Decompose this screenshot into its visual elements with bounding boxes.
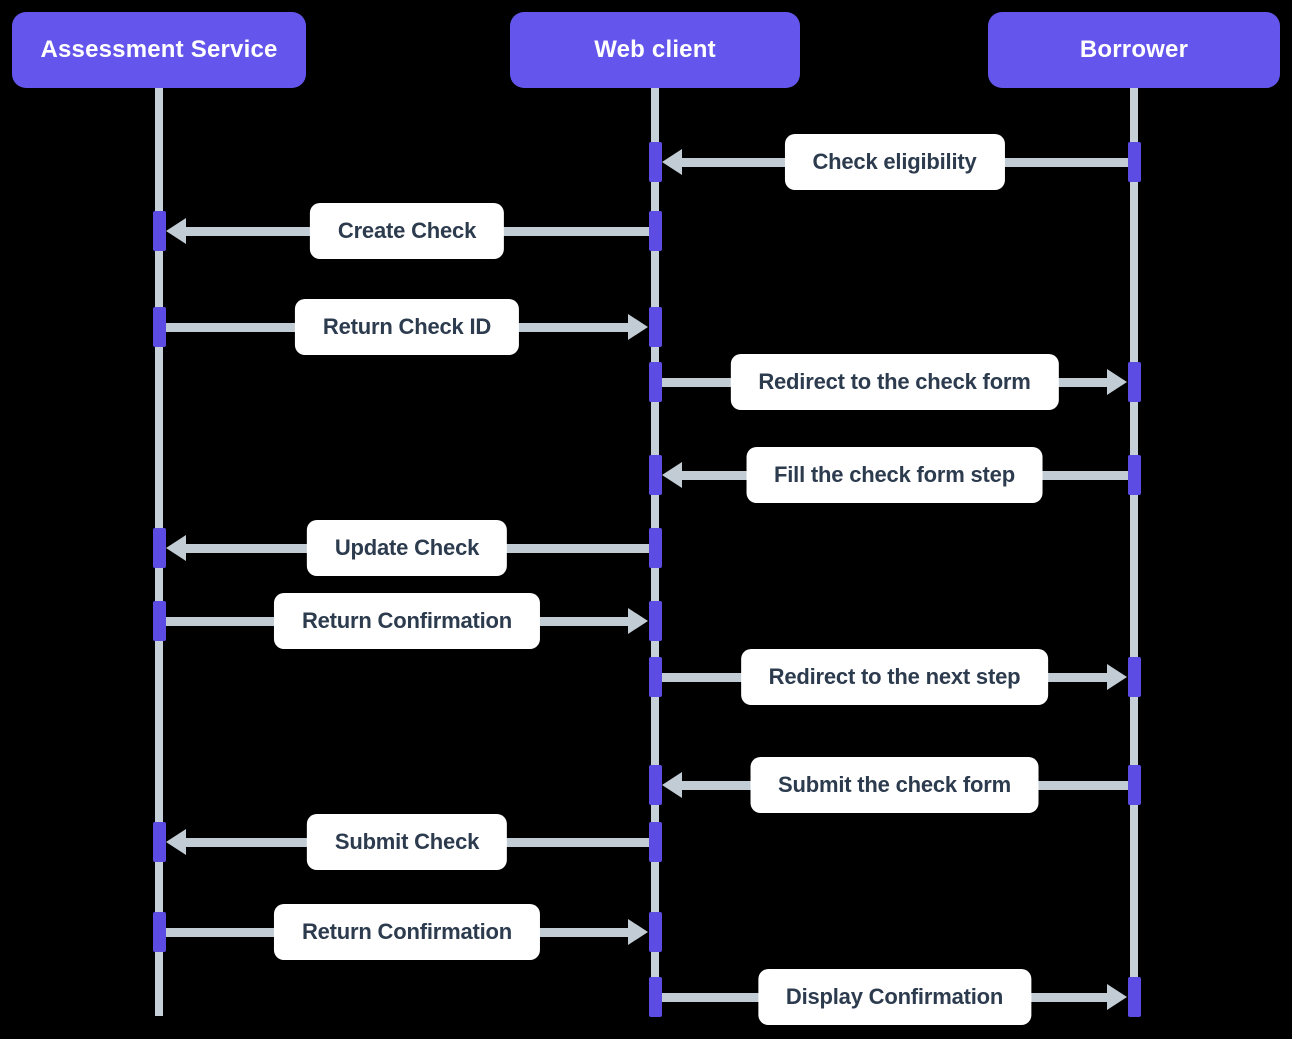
arrowhead-right: [628, 314, 648, 340]
message-label: Check eligibility: [784, 134, 1005, 190]
arrowhead-left: [662, 462, 682, 488]
activation-bar-assessment: [153, 211, 166, 251]
message-label: Redirect to the next step: [740, 649, 1049, 705]
message-label: Redirect to the check form: [730, 354, 1059, 410]
message-label: Return Confirmation: [273, 904, 541, 960]
activation-bar-borrower: [1128, 142, 1141, 182]
activation-bar-assessment: [153, 307, 166, 347]
actor-header-borrower: Borrower: [988, 12, 1280, 88]
message-label: Submit the check form: [750, 757, 1039, 813]
arrowhead-left: [662, 149, 682, 175]
lifeline-borrower: [1130, 88, 1138, 1016]
arrowhead-left: [166, 535, 186, 561]
message-label: Create Check: [309, 203, 505, 259]
activation-bar-web: [649, 362, 662, 402]
activation-bar-assessment: [153, 912, 166, 952]
activation-bar-web: [649, 657, 662, 697]
activation-bar-web: [649, 601, 662, 641]
activation-bar-web: [649, 912, 662, 952]
activation-bar-web: [649, 822, 662, 862]
activation-bar-web: [649, 765, 662, 805]
activation-bar-web: [649, 142, 662, 182]
activation-bar-web: [649, 977, 662, 1017]
activation-bar-borrower: [1128, 657, 1141, 697]
activation-bar-assessment: [153, 601, 166, 641]
arrowhead-left: [166, 829, 186, 855]
activation-bar-web: [649, 528, 662, 568]
arrowhead-left: [166, 218, 186, 244]
arrowhead-right: [1107, 369, 1127, 395]
activation-bar-assessment: [153, 822, 166, 862]
arrowhead-left: [662, 772, 682, 798]
message-label: Return Confirmation: [273, 593, 541, 649]
activation-bar-borrower: [1128, 362, 1141, 402]
activation-bar-web: [649, 307, 662, 347]
arrowhead-right: [1107, 984, 1127, 1010]
activation-bar-web: [649, 211, 662, 251]
arrowhead-right: [628, 608, 648, 634]
actor-header-web: Web client: [510, 12, 800, 88]
activation-bar-borrower: [1128, 765, 1141, 805]
activation-bar-borrower: [1128, 977, 1141, 1017]
message-label: Display Confirmation: [757, 969, 1032, 1025]
message-label: Update Check: [306, 520, 508, 576]
message-label: Fill the check form step: [746, 447, 1043, 503]
activation-bar-borrower: [1128, 455, 1141, 495]
message-label: Submit Check: [306, 814, 508, 870]
activation-bar-web: [649, 455, 662, 495]
message-label: Return Check ID: [294, 299, 520, 355]
arrowhead-right: [628, 919, 648, 945]
arrowhead-right: [1107, 664, 1127, 690]
activation-bar-assessment: [153, 528, 166, 568]
actor-header-assessment: Assessment Service: [12, 12, 306, 88]
